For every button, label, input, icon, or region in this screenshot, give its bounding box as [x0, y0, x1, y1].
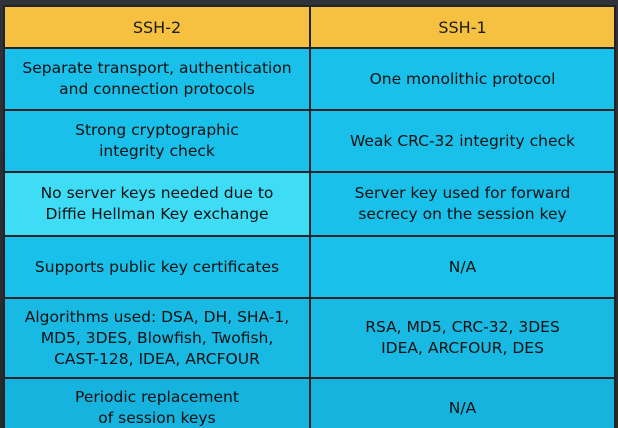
cell-ssh1: Server key used for forward secrecy on t… — [309, 171, 616, 237]
table-header: SSH-2 SSH-1 — [3, 5, 616, 49]
header-ssh1: SSH-1 — [309, 5, 616, 49]
cell-ssh1: RSA, MD5, CRC-32, 3DES IDEA, ARCFOUR, DE… — [309, 297, 616, 379]
table-row: Strong cryptographic integrity check Wea… — [3, 109, 616, 173]
table-row: Algorithms used: DSA, DH, SHA-1, MD5, 3D… — [3, 297, 616, 379]
cell-ssh2: Supports public key certificates — [3, 235, 311, 299]
table-row: No server keys needed due to Diffie Hell… — [3, 171, 616, 237]
cell-ssh1: Weak CRC-32 integrity check — [309, 109, 616, 173]
header-ssh2: SSH-2 — [3, 5, 311, 49]
cell-ssh2: Separate transport, authentication and c… — [3, 47, 311, 111]
cell-ssh1: N/A — [309, 377, 616, 428]
header-row: SSH-2 SSH-1 — [3, 5, 616, 49]
cell-ssh1: N/A — [309, 235, 616, 299]
ssh-comparison-table: SSH-2 SSH-1 Separate transport, authenti… — [3, 5, 616, 428]
cell-ssh2: No server keys needed due to Diffie Hell… — [3, 171, 311, 237]
table-body: Separate transport, authentication and c… — [3, 47, 616, 428]
cell-ssh2: Algorithms used: DSA, DH, SHA-1, MD5, 3D… — [3, 297, 311, 379]
table-row: Separate transport, authentication and c… — [3, 47, 616, 111]
table-row: Supports public key certificates N/A — [3, 235, 616, 299]
cell-ssh1: One monolithic protocol — [309, 47, 616, 111]
cell-ssh2: Strong cryptographic integrity check — [3, 109, 311, 173]
table-row: Periodic replacement of session keys N/A — [3, 377, 616, 428]
cell-ssh2: Periodic replacement of session keys — [3, 377, 311, 428]
